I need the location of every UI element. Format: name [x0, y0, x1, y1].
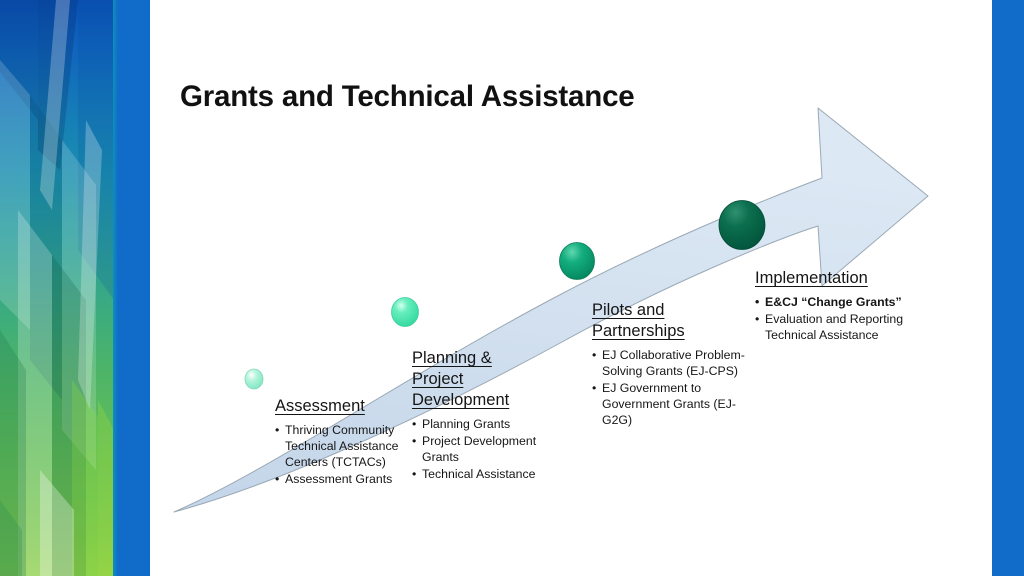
- stage-heading-assessment: Assessment: [275, 397, 365, 415]
- list-item: Assessment Grants: [275, 472, 410, 488]
- stage-heading-planning: Planning & Project Development: [412, 349, 510, 410]
- page-title: Grants and Technical Assistance: [180, 80, 635, 113]
- stage-bullets-planning: Planning Grants Project Development Gran…: [412, 417, 562, 483]
- stage-bullets-assessment: Thriving Community Technical Assistance …: [275, 423, 410, 488]
- list-item: E&CJ “Change Grants”: [755, 295, 945, 311]
- stage-heading-implementation: Implementation: [755, 269, 868, 287]
- stage-marker-implementation: [718, 200, 766, 250]
- stage-marker-assessment: [244, 368, 264, 390]
- decorative-left-band: [0, 0, 114, 576]
- stage-marker-pilots: [559, 242, 595, 280]
- stage-bullets-pilots: EJ Collaborative Problem-Solving Grants …: [592, 348, 752, 429]
- list-item: Thriving Community Technical Assistance …: [275, 423, 410, 471]
- list-item: Evaluation and Reporting Technical Assis…: [755, 312, 945, 344]
- stage-block-implementation: Implementation E&CJ “Change Grants” Eval…: [755, 268, 945, 345]
- list-item: EJ Government to Government Grants (EJ-G…: [592, 381, 752, 429]
- stage-bullets-implementation: E&CJ “Change Grants” Evaluation and Repo…: [755, 295, 945, 344]
- geometric-shapes: [0, 0, 114, 576]
- gradient-base: [0, 0, 114, 576]
- list-item: Project Development Grants: [412, 434, 562, 466]
- list-item: Planning Grants: [412, 417, 562, 433]
- stage-block-assessment: Assessment Thriving Community Technical …: [275, 396, 410, 489]
- accent-bar-left-edge: [113, 0, 118, 576]
- content-area: Grants and Technical Assistance: [150, 0, 992, 576]
- stage-marker-planning: [391, 297, 419, 327]
- stage-heading-pilots: Pilots and Partnerships: [592, 301, 685, 341]
- list-item: Technical Assistance: [412, 467, 562, 483]
- stage-block-pilots: Pilots and Partnerships EJ Collaborative…: [592, 300, 752, 430]
- accent-bar-right: [992, 0, 1024, 576]
- accent-bar-left: [113, 0, 150, 576]
- list-item: EJ Collaborative Problem-Solving Grants …: [592, 348, 752, 380]
- stage-block-planning: Planning & Project Development Planning …: [412, 348, 562, 484]
